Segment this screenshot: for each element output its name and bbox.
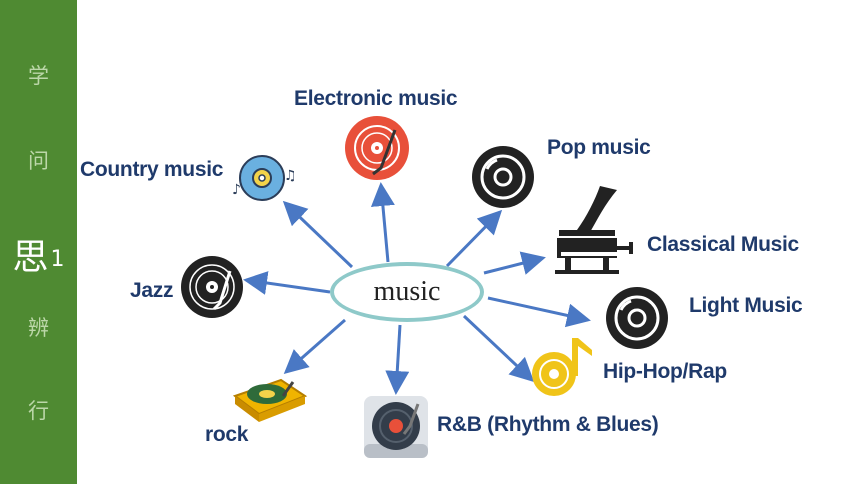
disc-icon [472, 146, 534, 208]
arrow-rock [283, 318, 346, 374]
svg-text:♪: ♪ [232, 182, 241, 198]
turntable-icon [364, 396, 428, 458]
vinyl-record-icon [181, 256, 243, 318]
central-music-node: music [330, 262, 484, 322]
sidebar-item-xue[interactable]: 学 [28, 64, 49, 88]
genre-label-hiphop: Hip-Hop/Rap [603, 360, 727, 383]
genre-label-classical: Classical Music [647, 233, 799, 256]
genre-label-rnb: R&B (Rhythm & Blues) [437, 413, 659, 436]
sidebar-item-xing[interactable]: 行 [28, 399, 49, 423]
genre-label-rock: rock [205, 423, 249, 446]
arrow-country [282, 200, 354, 269]
arrow-rnb [385, 324, 410, 395]
cd-music-icon: ♪ ♫ [232, 155, 297, 201]
arrow-light [487, 296, 591, 328]
arrow-jazz [243, 271, 331, 295]
music-note-disc-icon [532, 338, 592, 396]
disc-icon [606, 287, 668, 349]
svg-text:♫: ♫ [284, 168, 297, 184]
arrow-hiphop [462, 314, 535, 383]
sidebar-item-si[interactable]: 思1 [0, 228, 77, 280]
genre-label-pop: Pop music [547, 136, 651, 159]
genre-label-jazz: Jazz [130, 279, 174, 302]
genre-label-light: Light Music [689, 294, 803, 317]
gramophone-icon [555, 186, 633, 274]
arrow-pop [445, 209, 503, 268]
vinyl-record-icon [345, 116, 409, 180]
sidebar-item-wen[interactable]: 问 [28, 149, 49, 173]
arrow-classical [483, 251, 546, 275]
genre-label-country: Country music [80, 158, 224, 181]
sidebar-item-si-label: 思 [12, 237, 49, 278]
connector-arrows [243, 182, 591, 395]
sidebar-item-bian[interactable]: 辨 [28, 316, 49, 340]
sidebar-item-si-number: 1 [50, 246, 65, 272]
genre-label-electronic: Electronic music [294, 87, 458, 110]
sidebar: 学 问 思1 辨 行 [0, 0, 77, 484]
arrow-electronic [370, 182, 395, 263]
turntable-icon [232, 378, 308, 422]
